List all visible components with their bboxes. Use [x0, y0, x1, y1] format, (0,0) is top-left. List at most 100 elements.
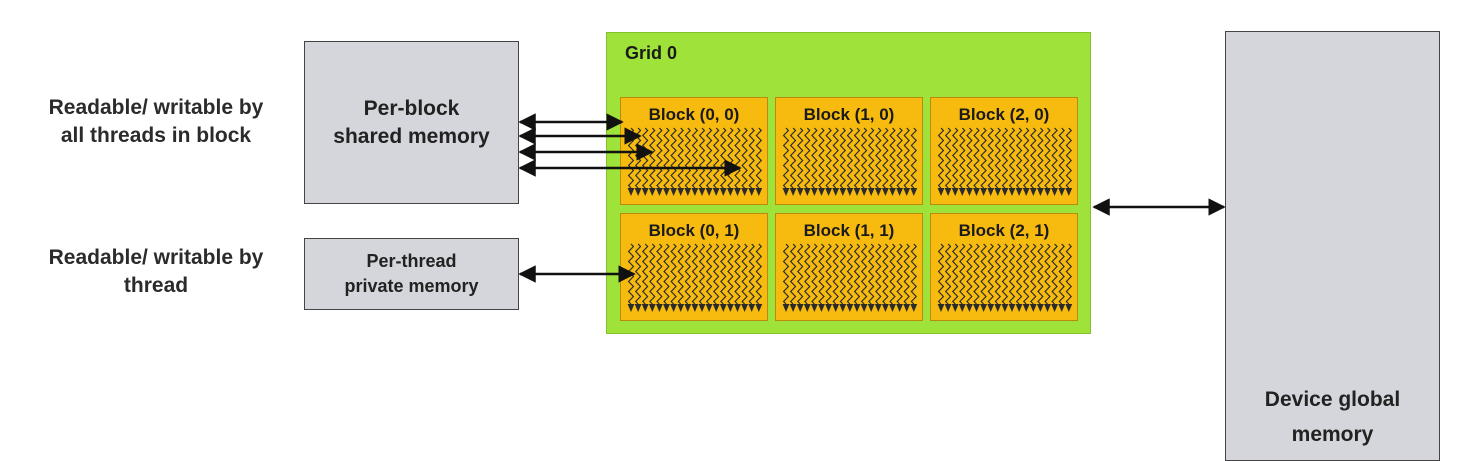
thread-arrowhead [641, 188, 649, 196]
thread-arrowhead [641, 304, 649, 312]
thread-arrowhead [1008, 304, 1016, 312]
thread-arrowhead [1022, 188, 1030, 196]
thread-arrowhead [937, 304, 945, 312]
thread-arrowhead [1008, 188, 1016, 196]
thread-arrowhead [825, 304, 832, 312]
thread-line [720, 243, 727, 305]
thread-arrowhead [910, 188, 918, 196]
thread-line [910, 243, 918, 305]
thread-line [1008, 127, 1016, 189]
thread-line [980, 243, 987, 305]
thread-arrowhead [846, 304, 854, 312]
thread-line [720, 127, 727, 189]
thread-line [1015, 243, 1023, 305]
thread-arrowhead [958, 304, 966, 312]
thread-line [684, 127, 692, 189]
thread-line [1051, 243, 1058, 305]
thread-line [896, 127, 903, 189]
private-memory-line-2: private memory [344, 276, 479, 296]
thread-arrowhead [882, 304, 889, 312]
thread-line [994, 127, 1002, 189]
shared-memory-line-2: shared memory [333, 124, 490, 148]
thread-line [698, 243, 706, 305]
thread-squiggles [937, 243, 1073, 312]
thread-arrowhead [727, 188, 734, 196]
thread-line [910, 127, 918, 189]
thread-line [860, 127, 868, 189]
thread-arrowhead [677, 188, 685, 196]
thread-line [903, 243, 910, 305]
thread-arrowhead [818, 188, 825, 196]
thread-line [825, 243, 832, 305]
thread-arrowhead [1058, 188, 1066, 196]
thread-arrowhead [691, 304, 699, 312]
thread-arrowhead [825, 188, 832, 196]
thread-line [677, 243, 684, 305]
block-1-1: Block (1, 1) [775, 213, 923, 321]
thread-arrowhead [719, 188, 727, 196]
thread-arrowhead [980, 304, 987, 312]
thread-line [691, 127, 699, 189]
thread-line [1008, 243, 1016, 305]
thread-line [1037, 243, 1044, 305]
thread-line [705, 127, 713, 189]
thread-arrowhead [803, 188, 811, 196]
thread-arrowhead [663, 304, 670, 312]
global-memory-line-2: memory [1291, 423, 1374, 446]
thread-arrowhead [670, 188, 677, 196]
block-scope-label-line-1: Readable/ writable by [48, 96, 264, 119]
thread-arrowhead [811, 188, 818, 196]
thread-arrowhead [860, 304, 868, 312]
thread-scope-label-line-2: thread [123, 274, 189, 297]
thread-line [627, 127, 635, 189]
thread-line [1058, 127, 1065, 189]
thread-line [789, 243, 797, 305]
thread-arrowhead [867, 188, 875, 196]
thread-line [1058, 243, 1065, 305]
thread-arrowhead [698, 188, 706, 196]
thread-scope-label-line-1: Readable/ writable by [48, 246, 264, 269]
thread-line [670, 127, 677, 189]
thread-line [987, 243, 994, 305]
thread-arrowhead [782, 188, 790, 196]
thread-line [811, 243, 818, 305]
thread-arrowhead [734, 304, 741, 312]
thread-line [677, 127, 684, 189]
private-memory-line-1: Per-thread [366, 251, 457, 271]
thread-arrowhead [648, 188, 656, 196]
thread-line [987, 127, 994, 189]
thread-arrowhead [663, 188, 670, 196]
block-2-1: Block (2, 1) [930, 213, 1078, 321]
thread-arrowhead [1015, 188, 1023, 196]
block-label: Block (2, 0) [958, 105, 1050, 124]
thread-line [748, 243, 755, 305]
block-label: Block (1, 0) [803, 105, 895, 124]
thread-arrowhead [846, 188, 854, 196]
thread-line [1065, 243, 1073, 305]
thread-arrowhead [782, 304, 790, 312]
thread-line [825, 127, 832, 189]
thread-arrowhead [1029, 188, 1037, 196]
thread-line [1044, 127, 1051, 189]
thread-line [966, 127, 973, 189]
thread-arrowhead [1044, 304, 1051, 312]
block-label: Block (2, 1) [958, 221, 1050, 240]
thread-arrowhead [1065, 188, 1073, 196]
thread-line [937, 127, 945, 189]
thread-arrowhead [882, 188, 889, 196]
thread-arrowhead [1051, 188, 1058, 196]
thread-line [951, 127, 959, 189]
thread-arrowhead [796, 188, 804, 196]
thread-line [832, 127, 839, 189]
thread-arrowhead [889, 188, 896, 196]
thread-arrowhead [937, 188, 945, 196]
thread-arrowhead [874, 304, 882, 312]
thread-arrowhead [889, 304, 896, 312]
thread-line [867, 127, 875, 189]
thread-arrowhead [853, 304, 861, 312]
thread-line [782, 243, 790, 305]
thread-line [634, 243, 642, 305]
thread-arrowhead [705, 188, 713, 196]
thread-arrowhead [741, 304, 748, 312]
thread-line [641, 243, 649, 305]
